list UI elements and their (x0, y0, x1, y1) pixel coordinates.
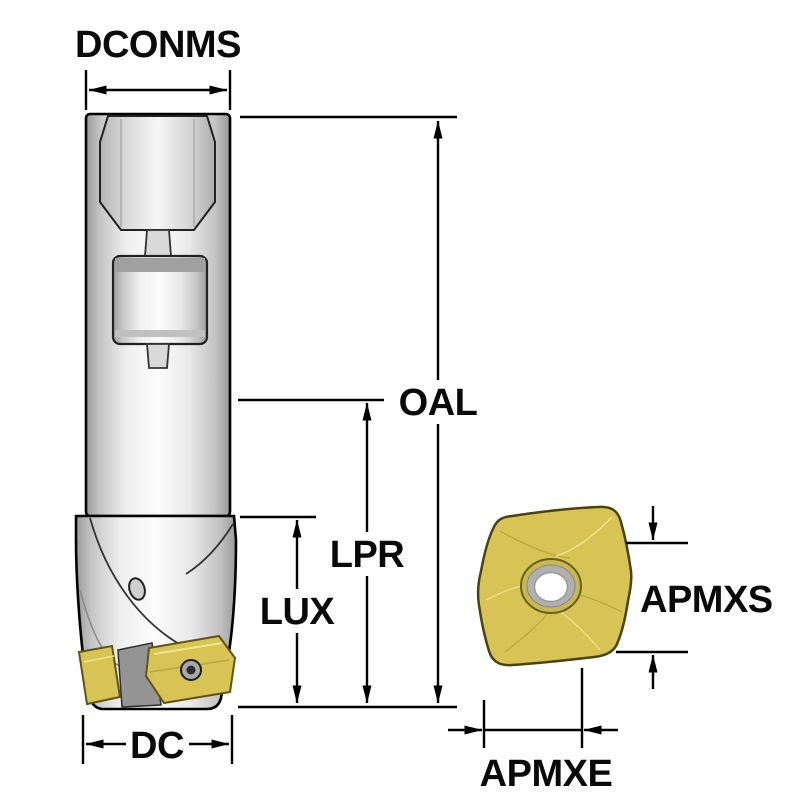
insert-hole-bore (533, 571, 569, 603)
dimension-apmxe: APMXE (448, 668, 618, 795)
label-dc: DC (130, 725, 184, 767)
label-lpr: LPR (330, 534, 405, 576)
insert-facet-line (499, 530, 571, 559)
label-mask (327, 532, 407, 576)
label-mask (255, 589, 339, 633)
label-mask (126, 722, 189, 764)
insert-facet-line (504, 611, 549, 653)
coolant-hole (128, 577, 146, 601)
label-mask (398, 380, 478, 424)
dimension-lux: LUX (240, 515, 339, 704)
indexable-insert (476, 505, 633, 667)
dimension-oal: OAL (238, 115, 478, 709)
label-apmxe: APMXE (480, 753, 613, 795)
tool-neck-upper (144, 229, 172, 257)
dimension-dc: DC (81, 715, 234, 767)
tool-body (74, 112, 238, 711)
tool-neck-lower (146, 343, 170, 369)
insert-facet-highlight (153, 642, 223, 655)
dimension-lpr: LPR (238, 398, 407, 704)
dimension-dconms: DCONMS (75, 24, 241, 110)
label-lux: LUX (260, 591, 336, 633)
label-oal: OAL (399, 382, 478, 424)
collar-bottom-band (115, 330, 205, 337)
tool-hex-flats (99, 115, 216, 231)
label-apmxs: APMXS (640, 579, 773, 621)
label-dconms: DCONMS (75, 24, 241, 66)
flute-edge-line (89, 517, 191, 651)
insert-facet-highlight (83, 655, 115, 663)
mounted-insert-left (77, 644, 122, 706)
insert-facet-line (559, 611, 601, 651)
flute-edge-line (185, 523, 234, 575)
screw-hex-socket (186, 665, 196, 675)
collar-top-band (115, 258, 205, 272)
dimension-apmxs: APMXS (616, 506, 773, 689)
insert-facet-line (555, 516, 613, 557)
flute-shadow-line (79, 589, 123, 669)
